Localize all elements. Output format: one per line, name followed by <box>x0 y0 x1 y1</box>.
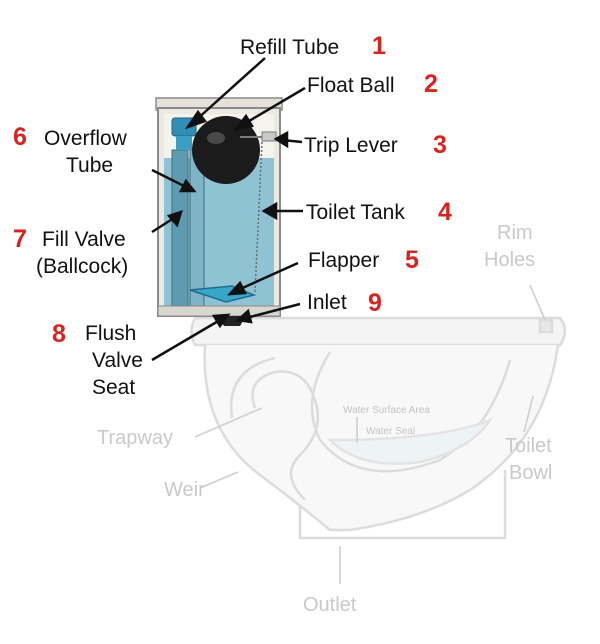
water-seal-label: Water Seal <box>366 426 415 437</box>
flush-valve-seat-label-line-3: Seat <box>92 376 135 399</box>
weir-label: Weir <box>164 479 205 501</box>
fill-valve-label-line-2: (Ballcock) <box>36 255 128 278</box>
toilet-bowl-label-line-1: Toilet <box>505 435 552 457</box>
toilet-bowl-illustration <box>190 316 567 540</box>
toilet-tank-label: Toilet Tank <box>306 201 405 224</box>
water-surface-area-label: Water Surface Area <box>343 405 430 416</box>
flush-valve-seat-label-line-2: Valve <box>92 349 143 372</box>
trip-lever-number: 3 <box>433 131 447 159</box>
overflow-tube-label-line-1: Overflow <box>44 127 128 150</box>
tank-pointers <box>151 57 306 362</box>
refill-tube-label: Refill Tube <box>240 36 339 59</box>
outlet-label: Outlet <box>303 594 357 616</box>
overflow-tube-number: 6 <box>13 123 27 151</box>
inlet-number: 9 <box>368 289 382 317</box>
flapper-label: Flapper <box>308 249 379 272</box>
flapper-number: 5 <box>405 246 419 274</box>
flush-valve-seat-number: 8 <box>52 320 66 348</box>
refill-tube-number: 1 <box>372 32 386 60</box>
overflow-tube-label-line-2: Tube <box>66 154 113 177</box>
toilet-tank-number: 4 <box>438 198 452 226</box>
fill-valve-number: 7 <box>13 225 27 253</box>
trip-lever-label: Trip Lever <box>304 134 398 157</box>
float-ball-label: Float Ball <box>307 74 395 97</box>
fill-valve-label-line-1: Fill Valve <box>42 228 126 251</box>
rim-holes-label-line-1: Rim <box>497 222 533 244</box>
trapway-label: Trapway <box>97 427 173 449</box>
rim-holes-label-line-2: Holes <box>484 249 535 271</box>
inlet-label: Inlet <box>307 291 347 314</box>
toilet-bowl-label-line-2: Bowl <box>509 462 552 484</box>
float-ball-number: 2 <box>424 70 438 98</box>
flush-valve-seat-label-line-1: Flush <box>85 322 136 345</box>
toilet-tank-illustration <box>155 97 283 326</box>
bowl-pointers <box>194 284 546 584</box>
